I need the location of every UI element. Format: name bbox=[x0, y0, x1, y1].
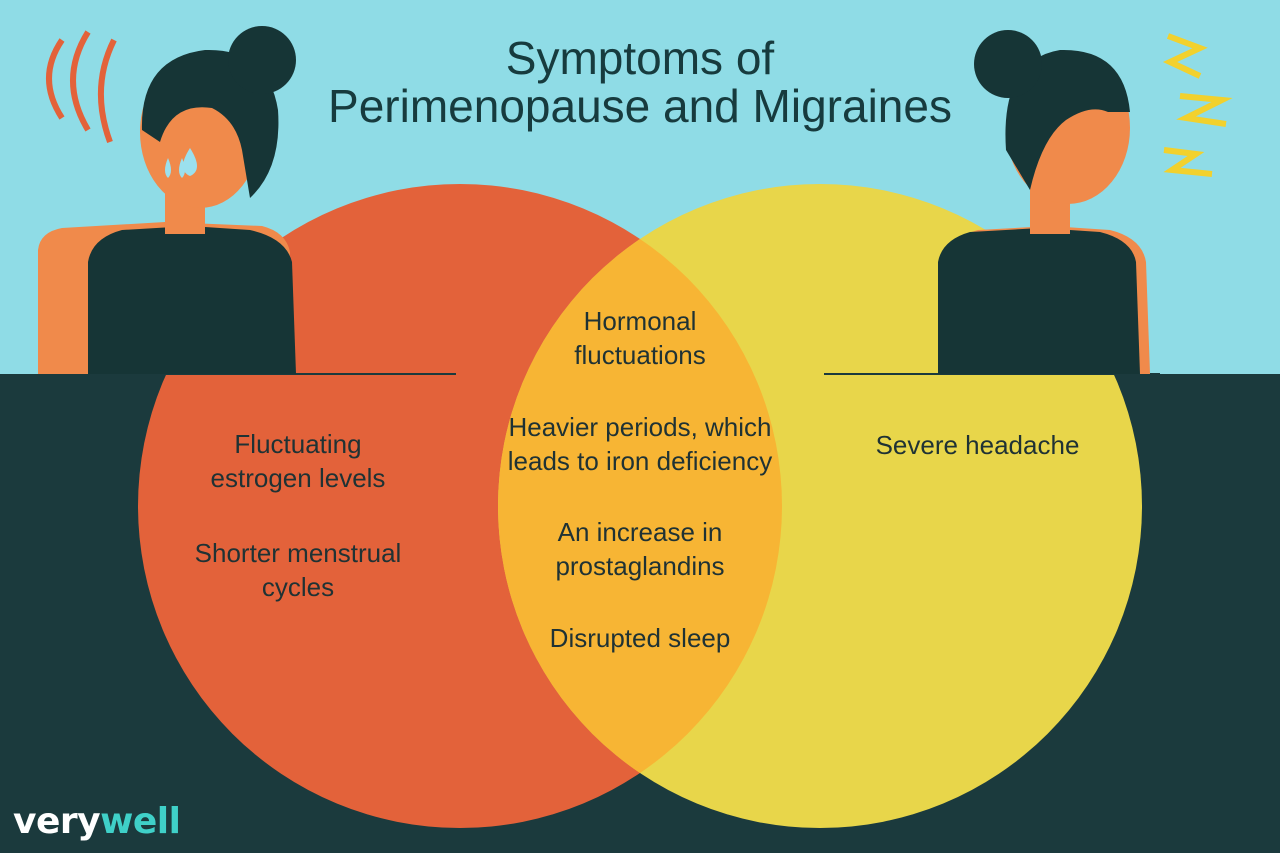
overlap-region bbox=[498, 184, 782, 828]
left-set-item: Fluctuating estrogen levels bbox=[210, 429, 386, 493]
brand-logo-background bbox=[0, 790, 190, 853]
overlap-item: An increase in prostaglandins bbox=[555, 517, 725, 581]
right-set-item: Severe headache bbox=[875, 430, 1080, 460]
woman-left-illustration bbox=[38, 26, 296, 374]
title-line-1: Symptoms of bbox=[505, 32, 775, 84]
woman-right-illustration bbox=[938, 30, 1233, 374]
brand-logo: verywell bbox=[13, 800, 181, 844]
infographic-title: Symptoms of Perimenopause and Migraines bbox=[280, 34, 1000, 130]
title-line-2: Perimenopause and Migraines bbox=[328, 80, 952, 132]
brand-logo-part-1: very bbox=[13, 801, 101, 842]
overlap-item: Heavier periods, which leads to iron def… bbox=[507, 412, 773, 476]
brand-logo-part-2: well bbox=[100, 801, 181, 842]
overlap-item: Disrupted sleep bbox=[549, 623, 731, 653]
left-set-item: Shorter menstrual cycles bbox=[194, 538, 402, 602]
overlap-item: Hormonal fluctuations bbox=[574, 306, 706, 370]
